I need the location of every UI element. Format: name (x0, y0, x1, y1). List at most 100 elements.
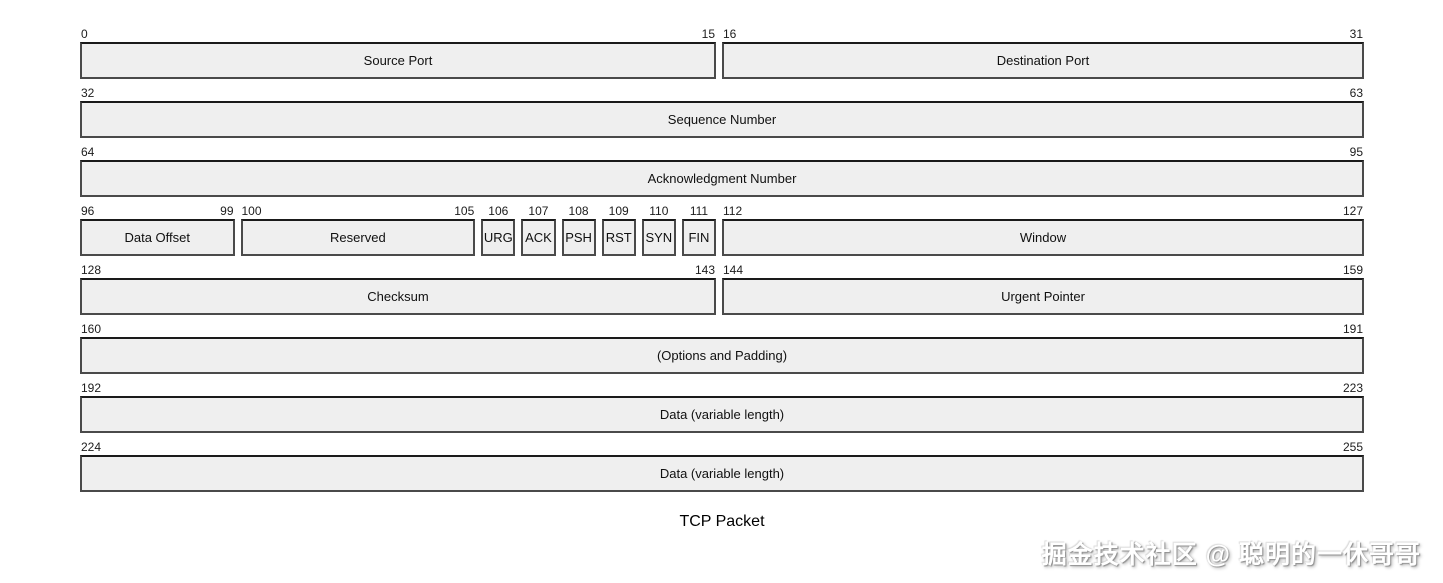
diagram-title: TCP Packet (679, 513, 765, 530)
field-box-syn: SYN (641, 219, 676, 256)
field-label: Sequence Number (667, 112, 777, 127)
field-box-acknowledgment-number: Acknowledgment Number (80, 160, 1364, 197)
bit-range-labels: 160 191 (80, 321, 1364, 337)
field-box-reserved: Reserved (240, 219, 476, 256)
bit-number-end: 95 (1349, 145, 1363, 159)
bit-number: 107 (528, 204, 549, 218)
field-label: Urgent Pointer (1001, 289, 1085, 304)
bit-range-labels: 109 (602, 203, 636, 219)
bit-number-start: 96 (81, 204, 95, 218)
field-label: Acknowledgment Number (647, 171, 797, 186)
bit-number: 109 (608, 204, 629, 218)
bit-number-start: 16 (723, 27, 737, 41)
bit-number-end: 15 (701, 27, 715, 41)
bit-number-start: 160 (81, 322, 102, 336)
field-label: SYN (645, 230, 673, 245)
field-label: Reserved (330, 230, 386, 245)
field-label: (Options and Padding) (656, 348, 788, 363)
bit-range-labels: 107 (521, 203, 555, 219)
field-label: Data (variable length) (659, 466, 785, 481)
bit-number-end: 255 (1342, 440, 1363, 454)
field-box-sequence-number: Sequence Number (80, 101, 1364, 138)
field-label: URG (483, 230, 513, 245)
field-label: Data Offset (124, 230, 190, 245)
field-box-fin: FIN (681, 219, 716, 256)
field-label: ACK (525, 230, 552, 245)
bit-range-labels: 111 (682, 203, 716, 219)
bit-range-labels: 106 (481, 203, 515, 219)
field-box-source-port: Source Port (80, 42, 716, 79)
bit-number-end: 127 (1342, 204, 1363, 218)
bit-number-end: 105 (454, 204, 475, 218)
bit-number-end: 159 (1342, 263, 1363, 277)
bit-range-labels: 110 (642, 203, 676, 219)
field-box-urgent-pointer: Urgent Pointer (722, 278, 1364, 315)
bit-number-start: 192 (81, 381, 102, 395)
bit-number-start: 100 (241, 204, 262, 218)
field-label: Data (variable length) (659, 407, 785, 422)
field-box-checksum: Checksum (80, 278, 716, 315)
bit-number: 106 (488, 204, 509, 218)
bit-range-labels: 108 (562, 203, 596, 219)
bit-number-end: 143 (694, 263, 715, 277)
bit-number-end: 223 (1342, 381, 1363, 395)
bit-number-start: 112 (723, 204, 743, 218)
bit-number: 110 (649, 204, 669, 218)
field-box-urg: URG (481, 219, 516, 256)
field-box-data-variable-length: Data (variable length) (80, 396, 1364, 433)
field-label: Destination Port (996, 53, 1090, 68)
bit-range-labels: 144 159 (722, 262, 1364, 278)
field-box-data-offset: Data Offset (80, 219, 235, 256)
field-label: Source Port (363, 53, 433, 68)
field-label: Window (1019, 230, 1067, 245)
field-box-psh: PSH (561, 219, 596, 256)
bit-number: 108 (568, 204, 589, 218)
bit-range-labels: 112 127 (722, 203, 1364, 219)
field-box-options-and-padding: (Options and Padding) (80, 337, 1364, 374)
field-box-rst: RST (601, 219, 636, 256)
field-box-destination-port: Destination Port (722, 42, 1364, 79)
bit-number-end: 191 (1342, 322, 1363, 336)
bit-number-start: 32 (81, 86, 95, 100)
bit-number-end: 99 (220, 204, 234, 218)
field-box-window: Window (722, 219, 1364, 256)
bit-number-start: 144 (723, 263, 744, 277)
bit-number-end: 31 (1349, 27, 1363, 41)
field-label: FIN (688, 230, 710, 245)
field-label: PSH (565, 230, 592, 245)
bit-range-labels: 96 99 (80, 203, 235, 219)
bit-number: 111 (689, 204, 709, 218)
field-box-data-variable-length: Data (variable length) (80, 455, 1364, 492)
watermark-text: 掘金技术社区 @ 聪明的一休哥哥 (1041, 541, 1421, 569)
